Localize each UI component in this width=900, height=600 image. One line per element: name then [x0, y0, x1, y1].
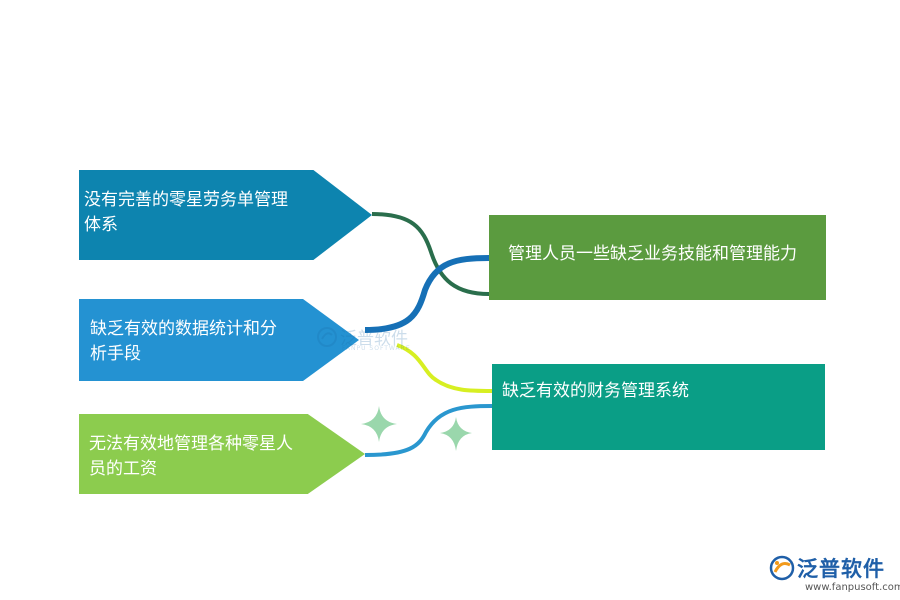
brand-logo: 泛普软件 www.fanpusoft.com — [768, 552, 900, 596]
watermark-text: 泛普软件 — [340, 329, 408, 349]
brand-name: 泛普软件 — [797, 557, 885, 581]
right-node-1-text: 管理人员一些缺乏业务技能和管理能力 — [508, 244, 797, 264]
left-node-2-text: 缺乏有效的数据统计和分析手段 — [90, 319, 277, 364]
sparkle-icon — [361, 406, 397, 442]
watermark: 泛普软件 FANPU SOFTWARE — [316, 322, 416, 356]
left-node-2: 缺乏有效的数据统计和分析手段 — [79, 299, 359, 381]
right-node-1: 管理人员一些缺乏业务技能和管理能力 — [489, 215, 826, 300]
watermark-subtext: FANPU SOFTWARE — [342, 345, 411, 352]
connector-left2-right1 — [364, 255, 490, 333]
sparkle-icon — [440, 417, 472, 451]
right-node-2: 缺乏有效的财务管理系统 — [492, 364, 825, 450]
watermark-logo-icon — [317, 327, 337, 347]
left-node-3: 无法有效地管理各种零星人员的工资 — [79, 414, 365, 494]
left-node-3-text: 无法有效地管理各种零星人员的工资 — [89, 434, 293, 479]
fanpu-logo-icon — [769, 555, 795, 581]
connector-left2-right2 — [396, 343, 493, 393]
right-node-2-text: 缺乏有效的财务管理系统 — [502, 381, 689, 401]
left-node-1: 没有完善的零星劳务单管理体系 — [79, 170, 372, 260]
connector-left3-right2 — [364, 404, 493, 457]
brand-url: www.fanpusoft.com — [805, 582, 900, 593]
connector-left1-right1 — [371, 212, 490, 296]
left-node-1-text: 没有完善的零星劳务单管理体系 — [84, 190, 288, 235]
